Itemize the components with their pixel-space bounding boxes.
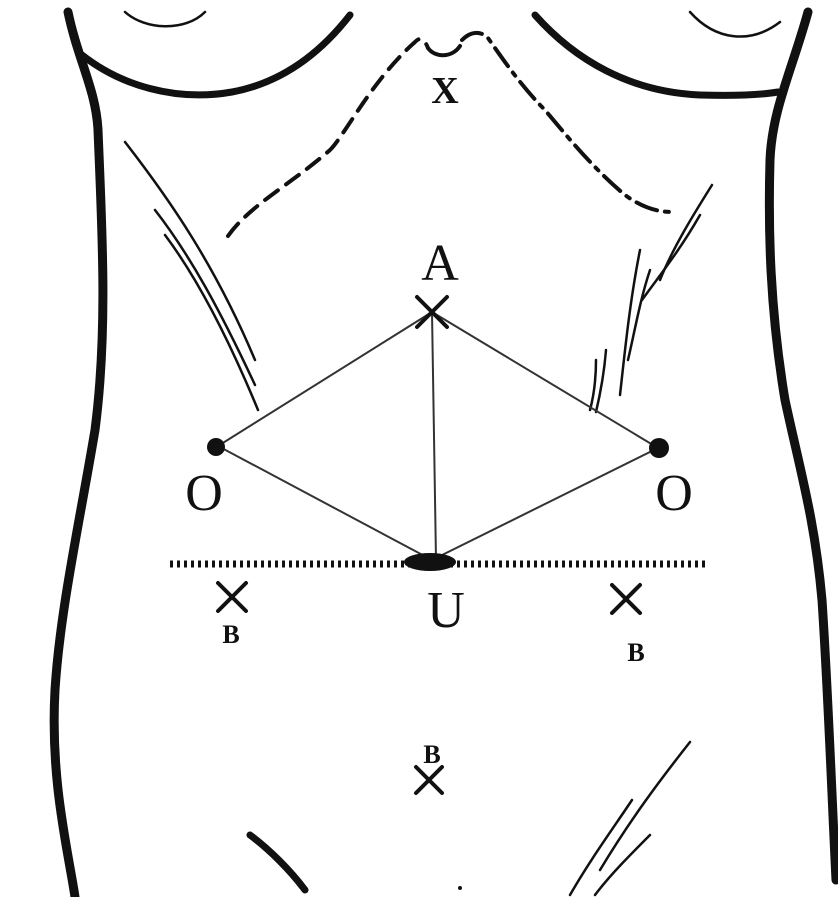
right-oblique-line-6 bbox=[590, 360, 596, 410]
costal-margin-dashed bbox=[228, 39, 428, 236]
right-breast-curve bbox=[690, 12, 780, 37]
label-left-lower: B bbox=[222, 620, 239, 649]
line-right-umbilicus bbox=[432, 448, 658, 560]
costal-margin-dashed-right bbox=[462, 33, 672, 212]
left-oblique-line-3 bbox=[165, 235, 258, 410]
line-left-umbilicus bbox=[218, 446, 432, 560]
line-apex-right bbox=[432, 312, 658, 448]
label-xiphoid: X bbox=[431, 70, 458, 112]
left-lower-x-mark bbox=[218, 583, 246, 611]
right-groin-line-1 bbox=[600, 742, 690, 870]
label-right-port: O bbox=[655, 465, 693, 522]
line-apex-umbilicus bbox=[432, 312, 436, 560]
port-triangulation-lines bbox=[218, 312, 658, 560]
label-apex: A bbox=[421, 235, 459, 292]
right-torso-outline bbox=[769, 12, 836, 880]
left-breast-curve bbox=[125, 12, 205, 26]
umbilical-port-mark bbox=[404, 553, 456, 571]
label-right-lower: B bbox=[627, 638, 644, 667]
left-oblique-line-1 bbox=[125, 142, 255, 360]
right-oblique-line-3 bbox=[628, 270, 650, 360]
pubic-dot bbox=[458, 886, 462, 890]
right-groin-line-3 bbox=[570, 800, 632, 895]
left-port-dot bbox=[207, 438, 225, 456]
left-groin-line bbox=[250, 835, 305, 890]
line-apex-left bbox=[218, 312, 432, 446]
right-port-dot bbox=[649, 438, 669, 458]
label-umbilicus: U bbox=[427, 582, 465, 639]
right-oblique-line-5 bbox=[596, 350, 606, 412]
left-torso-outline bbox=[54, 12, 103, 897]
right-lower-x-mark bbox=[612, 585, 640, 613]
label-left-port: O bbox=[185, 465, 223, 522]
suprapubic-x-mark bbox=[416, 767, 442, 793]
right-chest-fold bbox=[535, 15, 778, 95]
left-chest-fold bbox=[82, 15, 350, 95]
xiphoid-notch bbox=[428, 46, 460, 55]
label-suprapubic: B bbox=[423, 740, 440, 769]
